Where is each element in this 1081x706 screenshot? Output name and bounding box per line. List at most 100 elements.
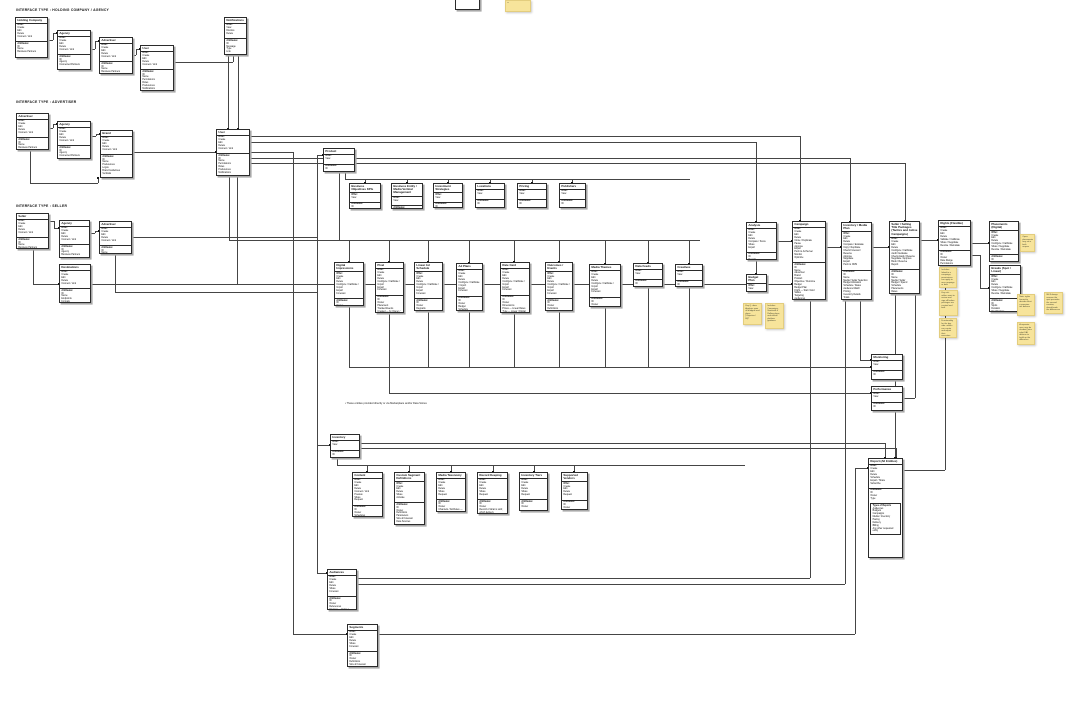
- connector-endpoint: [387, 260, 391, 264]
- section-item: Connect / Link: [61, 238, 77, 241]
- section-item: Edit: [218, 142, 223, 145]
- section-item: Delete: [101, 237, 109, 239]
- section-item: Share: [354, 496, 361, 499]
- section-item: Share: [521, 490, 528, 493]
- sticky-note-spot-creative[interactable]: We'll always assume the spot precedes th…: [1044, 292, 1063, 314]
- connector-endpoint: [363, 181, 367, 185]
- section-item: Delete: [17, 33, 25, 35]
- entity-title: Media Taxonomy: [437, 473, 465, 479]
- section-item: Export: [748, 246, 756, 249]
- section-item: Create: [438, 482, 446, 485]
- section-item: ID: [547, 302, 550, 305]
- section-item: Create: [748, 232, 756, 235]
- sticky-note-placements-scope[interactable]: Open: placements may sit in both scopes: [1020, 234, 1035, 252]
- connector-endpoint: [687, 262, 691, 266]
- section-label: Offer:: [332, 441, 339, 444]
- entity-title: Content: [353, 473, 382, 479]
- sticky-note-analysis-scope[interactable]: Key Q: does Analysis span all budgets an…: [743, 303, 762, 325]
- connector-line: [33, 283, 59, 285]
- entity-section: Attributes:IDOwnerDefinitionsSource — Da…: [546, 298, 572, 310]
- section-label: Attributes:: [17, 42, 30, 45]
- sticky-note-buy-side[interactable]: Functionality for the buy side: sellers …: [939, 318, 957, 338]
- section-label: Attributes:: [521, 500, 534, 503]
- entity-clipped-top-box[interactable]: [455, 0, 480, 10]
- section-item: Connect / Link: [59, 139, 75, 142]
- section-item: Edit: [142, 58, 147, 61]
- sticky-note-seller-ask[interactable]: Key ask: sellers want to review and sign…: [939, 290, 958, 316]
- section-item: Owner: [502, 302, 510, 304]
- sticky-note-separate-spec[interactable]: A separate spec may be needed; joins wha…: [1017, 322, 1035, 345]
- section-item: Budget Plan: [794, 286, 807, 289]
- section-item: ID: [218, 157, 221, 160]
- section-label: Offer:: [349, 631, 356, 634]
- sticky-note-top-clipped[interactable]: n.: [505, 0, 531, 12]
- connector-line: [427, 311, 429, 367]
- entity-title: User: [217, 130, 249, 136]
- section-label: Attributes:: [843, 271, 856, 274]
- connector-endpoint: [467, 261, 471, 265]
- section-item: ID: [563, 503, 566, 506]
- entity-seller-packages[interactable]: Seller / Selling Title Packages (Tactics…: [889, 221, 920, 294]
- connector-endpoint: [407, 470, 411, 474]
- sticky-note-rights-campaign[interactable]: Includes: linked to a campaign; permissi…: [939, 267, 957, 288]
- connector-line: [971, 242, 989, 244]
- sticky-note-budget-includes[interactable]: Includes: Campaigns, Seasonal & Rolling …: [765, 303, 784, 329]
- sticky-note-rights-hierarchy[interactable]: Note: rights hierarchy decides what a pr…: [1017, 294, 1035, 316]
- entity-business-entity[interactable]: Business Entity / Media Vertical Managem…: [391, 183, 423, 209]
